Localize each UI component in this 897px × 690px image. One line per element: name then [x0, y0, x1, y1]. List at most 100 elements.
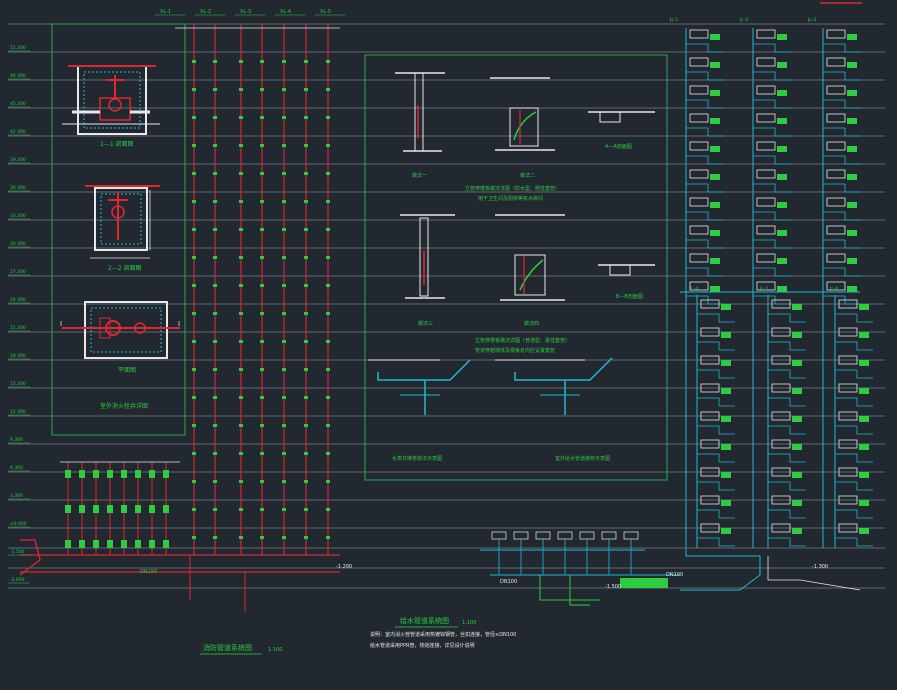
detail-6-label: B—B剖面图 — [616, 293, 643, 300]
fire-hydrant-marker — [304, 340, 308, 343]
fire-hydrant-marker — [260, 340, 264, 343]
section-2-label: 2—2 剖面图 — [108, 264, 142, 272]
elev-mid-label: -1.500 — [605, 584, 621, 590]
water-meter-box — [689, 29, 709, 39]
fire-hydrant-marker — [239, 312, 243, 315]
water-meter-box — [771, 355, 791, 365]
fire-hydrant-marker — [282, 396, 286, 399]
water-meter-box — [826, 141, 846, 151]
water-meter-box — [700, 355, 720, 365]
note-line-1: 说明：室内消火栓管道采用热镀锌钢管，丝扣连接，管径≤DN100 — [370, 631, 516, 638]
fire-hydrant-marker — [239, 536, 243, 539]
detail-note-mid: 管道穿越墙体及楼板处均应设置套管 — [475, 347, 555, 354]
fire-hydrant-marker — [213, 340, 217, 343]
water-branch-pipe — [823, 211, 861, 221]
water-branch-pipe — [697, 537, 735, 547]
fire-hydrant-marker — [192, 228, 196, 231]
water-branch-pipe — [835, 341, 873, 351]
water-branch-pipe — [753, 211, 791, 221]
fire-hydrant-marker — [213, 536, 217, 539]
water-meter-box — [689, 225, 709, 235]
water-label-marker — [792, 304, 802, 310]
main-left-pipe-label: DN150 — [140, 569, 157, 575]
water-riser-tag: JL-5 — [759, 286, 768, 292]
fire-manifold — [19, 461, 340, 612]
water-branch-pipe — [823, 127, 861, 137]
water-label-marker — [859, 444, 869, 450]
main-right-pipe-label: DN100 — [666, 572, 683, 578]
detail-5-label: 做法四 — [524, 320, 539, 327]
fire-hydrant-marker — [304, 172, 308, 175]
water-label-marker — [859, 416, 869, 422]
water-branch-pipe — [835, 453, 873, 463]
fire-hydrant-marker — [260, 424, 264, 427]
fire-hydrant-marker — [192, 144, 196, 147]
water-branch-pipe — [823, 267, 861, 277]
water-label-marker — [847, 230, 857, 236]
water-meter-box — [700, 299, 720, 309]
water-label-marker — [792, 416, 802, 422]
fire-hydrant-marker — [260, 480, 264, 483]
water-branch-pipe — [753, 267, 791, 277]
fire-hydrant-marker — [282, 144, 286, 147]
floor-elevation-label: 24.300 — [10, 297, 26, 303]
water-riser-tag: JL-4 — [689, 286, 698, 292]
water-label-marker — [777, 286, 787, 292]
fire-hydrant-marker — [304, 200, 308, 203]
water-label-marker — [777, 258, 787, 264]
fire-hydrant-marker — [213, 368, 217, 371]
fire-hydrant-marker — [304, 144, 308, 147]
water-branch-pipe — [768, 313, 806, 323]
floor-elevation-label: 48.300 — [10, 73, 26, 79]
water-meter-box — [689, 253, 709, 263]
fire-hydrant-marker — [192, 60, 196, 63]
water-meter-box — [689, 141, 709, 151]
fire-hydrant-marker — [213, 424, 217, 427]
section-1-label: 1—1 剖面图 — [100, 140, 134, 148]
water-main-pipe — [680, 548, 761, 591]
fire-hydrant-marker — [304, 312, 308, 315]
water-branch-pipe — [686, 239, 724, 249]
fire-hydrant-marker — [192, 88, 196, 91]
water-label-marker — [777, 202, 787, 208]
water-branch-pipe — [697, 481, 735, 491]
water-label-marker — [859, 528, 869, 534]
water-meter-pipe — [539, 575, 600, 601]
water-branch-pipe — [686, 71, 724, 81]
water-meter-box — [826, 85, 846, 95]
water-branch-pipe — [835, 509, 873, 519]
water-label-marker — [721, 332, 731, 338]
fire-valve-marker — [121, 470, 127, 478]
water-meter-box — [700, 411, 720, 421]
fire-hydrant-marker — [304, 256, 308, 259]
water-label-marker — [721, 500, 731, 506]
water-branch-pipe — [697, 509, 735, 519]
water-branch-pipe — [697, 341, 735, 351]
water-branch-pipe — [697, 369, 735, 379]
fire-hydrant-marker — [304, 480, 308, 483]
water-meter-box — [756, 85, 776, 95]
fire-hydrant-marker — [213, 228, 217, 231]
fire-hydrant-marker — [260, 312, 264, 315]
water-riser-tag: JL-6 — [829, 286, 838, 292]
water-label-marker — [792, 444, 802, 450]
system-b-label: 室外给水管道接管示意图 — [555, 455, 610, 462]
fire-hydrant-marker — [326, 200, 330, 203]
water-branch-pipe — [768, 397, 806, 407]
detail-caption-2: 立管穿楼板做法详图（普通型、柔性套管） — [475, 337, 570, 344]
fire-hydrant-marker — [213, 452, 217, 455]
fire-hydrant-marker — [282, 88, 286, 91]
water-meter-box — [700, 467, 720, 477]
water-label-marker — [847, 146, 857, 152]
floor-elevation-label: 36.300 — [10, 185, 26, 191]
fire-hydrant-marker — [260, 508, 264, 511]
water-meter-box — [756, 169, 776, 179]
water-meter-box — [700, 327, 720, 337]
water-main-pipe — [767, 556, 861, 591]
floor-elevation-label: 12.300 — [10, 409, 26, 415]
fire-hydrant-marker — [260, 116, 264, 119]
detail-4-label: 做法三 — [418, 320, 433, 327]
water-meter-box — [700, 383, 720, 393]
fire-hydrant-marker — [192, 480, 196, 483]
